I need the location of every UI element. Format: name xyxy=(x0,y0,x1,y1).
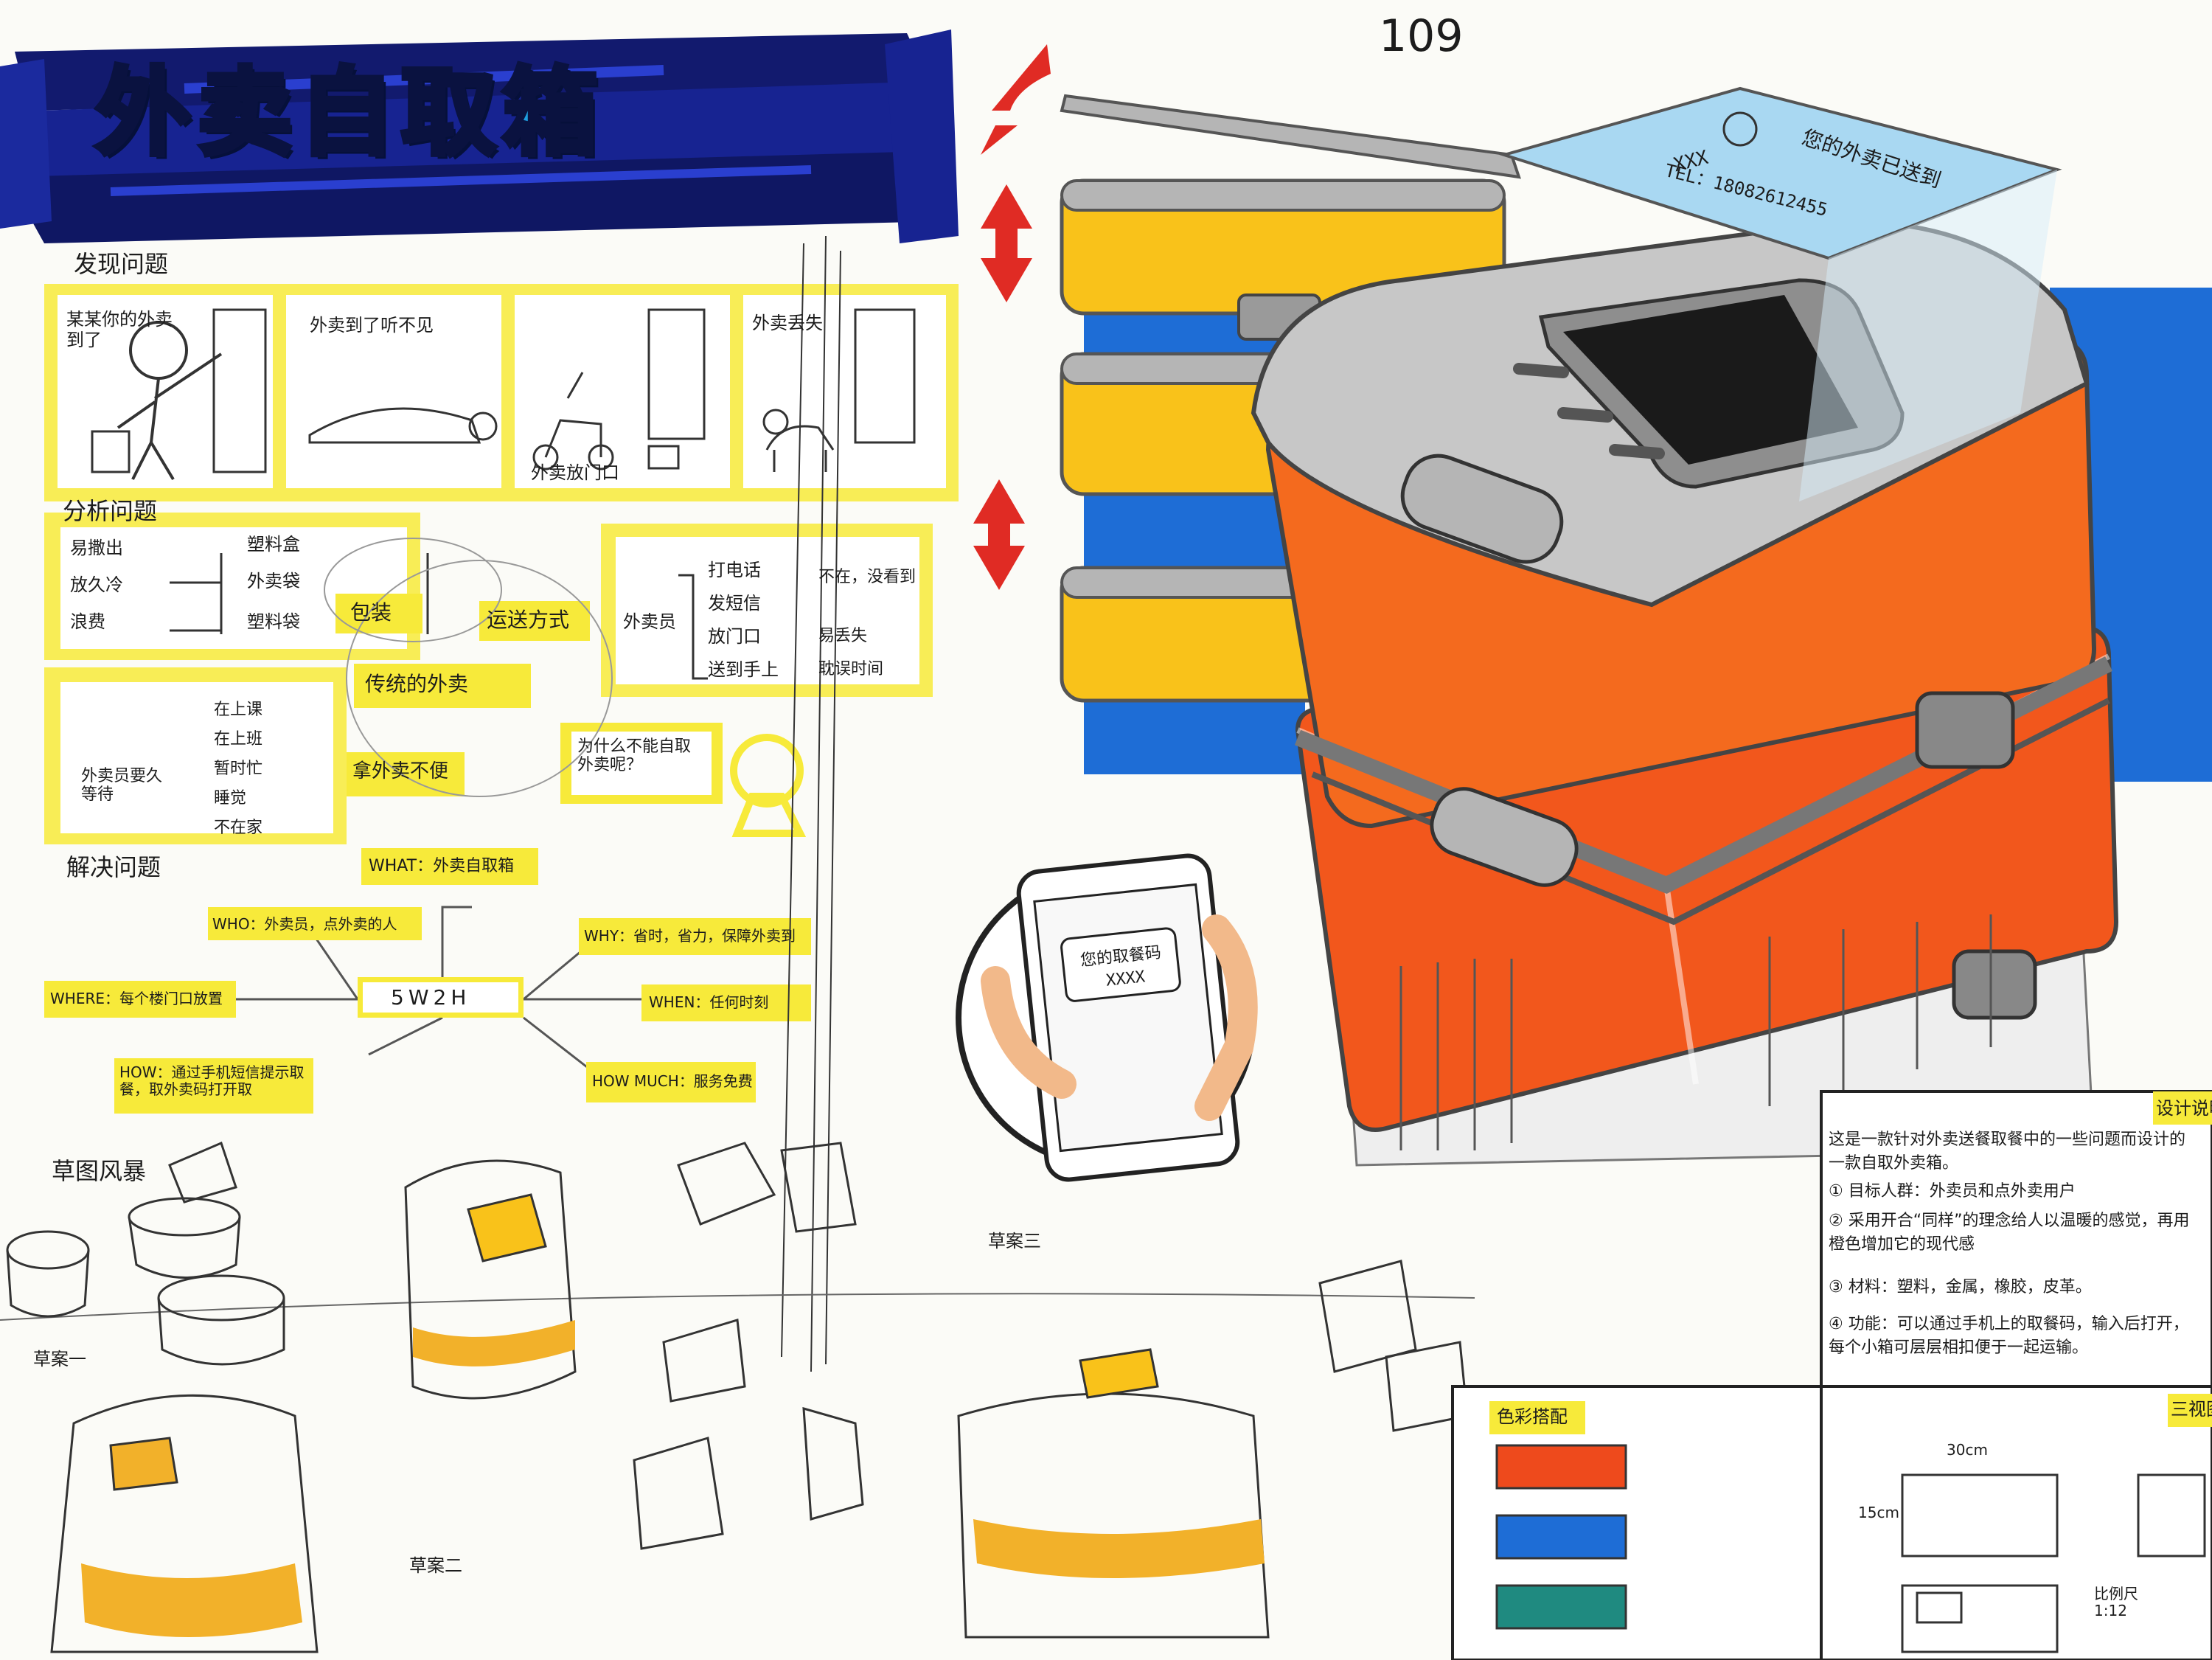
label-traditional: 传统的外卖 xyxy=(365,672,469,696)
design-note-point-2: ② 采用开合“同样”的理念给人以温暖的感觉，再用橙色增加它的现代感 xyxy=(1829,1212,2190,1254)
busy-5: 不在家 xyxy=(214,819,263,837)
three-view-drawings xyxy=(1901,1473,2206,1653)
title-brush-strokes xyxy=(0,29,959,243)
five-w-why: WHY：省时，省力，保障外卖到 xyxy=(584,927,796,945)
section-discover: 发现问题 xyxy=(74,250,169,278)
busy-1: 在上课 xyxy=(214,701,263,719)
scale-label: 比例尺 1:12 xyxy=(2094,1585,2138,1619)
page-title: 外卖自取箱 xyxy=(93,56,605,170)
discover-panel-3: 外卖放门口 xyxy=(531,462,619,483)
discover-panel-2: 外卖到了听不见 xyxy=(310,315,434,336)
discover-panel-1: 某某你的外卖到了 xyxy=(66,309,173,350)
five-w-what: WHAT：外卖自取箱 xyxy=(369,857,515,875)
left-issue-1: 易撒出 xyxy=(70,538,123,558)
method-2: 发短信 xyxy=(708,593,761,614)
section-solve: 解决问题 xyxy=(66,853,161,881)
left-issue-3: 浪费 xyxy=(70,611,105,632)
five-w-diagram xyxy=(44,848,811,1114)
design-note-point-4: ④ 功能：可以通过手机上的取餐码，输入后打开，每个小箱可层层相扣便于一起运输。 xyxy=(1829,1315,2189,1357)
section-sketch: 草图风暴 xyxy=(52,1157,147,1185)
five-w-how-much: HOW MUCH：服务免费 xyxy=(592,1072,753,1090)
pack-sealed: 塑料盒 xyxy=(247,534,300,555)
label-inconvenience: 拿外卖不便 xyxy=(352,760,449,782)
method-result-2: 易丢失 xyxy=(818,627,868,645)
method-1: 打电话 xyxy=(708,560,761,580)
design-note-frame xyxy=(1820,1090,2212,1388)
three-view-heading: 三视图 xyxy=(2171,1400,2212,1420)
discover-panel-4: 外卖丢失 xyxy=(752,313,823,333)
method-3: 放门口 xyxy=(708,626,761,647)
method-result-1: 不在，没看到 xyxy=(818,568,917,586)
five-w-who: WHO：外卖员，点外卖的人 xyxy=(212,915,397,933)
discover-storyboard xyxy=(44,284,959,501)
page-number: 109 xyxy=(1379,10,1464,62)
design-note-heading: 设计说明 xyxy=(2156,1099,2212,1119)
five-w-where: WHERE：每个楼门口放置 xyxy=(50,990,223,1007)
five-w-when: WHEN：任何时刻 xyxy=(649,993,769,1011)
method-result-3: 耽误时间 xyxy=(818,660,884,678)
three-view-frame xyxy=(1820,1385,2212,1660)
sketch-label-3: 草案三 xyxy=(988,1231,1041,1251)
courier-wait: 外卖员要久等待 xyxy=(81,767,163,805)
busy-4: 睡觉 xyxy=(214,789,247,808)
design-note-intro: 这是一款针对外卖送餐取餐中的一些问题而设计的一款自取外卖箱。 xyxy=(1829,1131,2186,1173)
phone-illustration xyxy=(956,853,1258,1182)
label-delivery: 运送方式 xyxy=(487,608,570,632)
concept-sketches xyxy=(6,1141,1469,1653)
section-analyze: 分析问题 xyxy=(63,497,158,525)
palette-heading: 色彩搭配 xyxy=(1497,1406,1568,1427)
pack-box: 塑料袋 xyxy=(247,611,300,632)
method-4: 送到手上 xyxy=(708,659,779,680)
sketch-label-1: 草案一 xyxy=(33,1349,86,1369)
question-bubble: 为什么不能自取外卖呢？ xyxy=(577,737,692,775)
pack-bag: 外卖袋 xyxy=(247,571,300,591)
palette-swatch xyxy=(1495,1514,1627,1560)
design-note-point-1: ① 目标人群：外卖员和点外卖用户 xyxy=(1829,1182,2076,1201)
design-note-point-3: ③ 材料：塑料，金属，橡胶，皮革。 xyxy=(1829,1278,2092,1296)
sketch-label-2: 草案二 xyxy=(409,1555,462,1576)
left-issue-2: 放久冷 xyxy=(70,574,123,595)
dim-height: 15cm xyxy=(1858,1504,1899,1521)
palette-swatch xyxy=(1495,1584,1627,1630)
dim-width: 30cm xyxy=(1947,1441,1988,1459)
five-w-center: 5W2H xyxy=(391,985,471,1010)
busy-2: 在上班 xyxy=(214,730,263,749)
five-w-how: HOW：通过手机短信提示取餐，取外卖码打开取 xyxy=(119,1063,305,1098)
analysis-boxes xyxy=(44,513,933,844)
busy-3: 暂时忙 xyxy=(214,760,263,778)
label-courier: 外卖员 xyxy=(623,611,676,632)
label-packaging: 包装 xyxy=(350,600,392,625)
sketch-colors xyxy=(81,1193,1265,1637)
palette-swatch xyxy=(1495,1444,1627,1490)
